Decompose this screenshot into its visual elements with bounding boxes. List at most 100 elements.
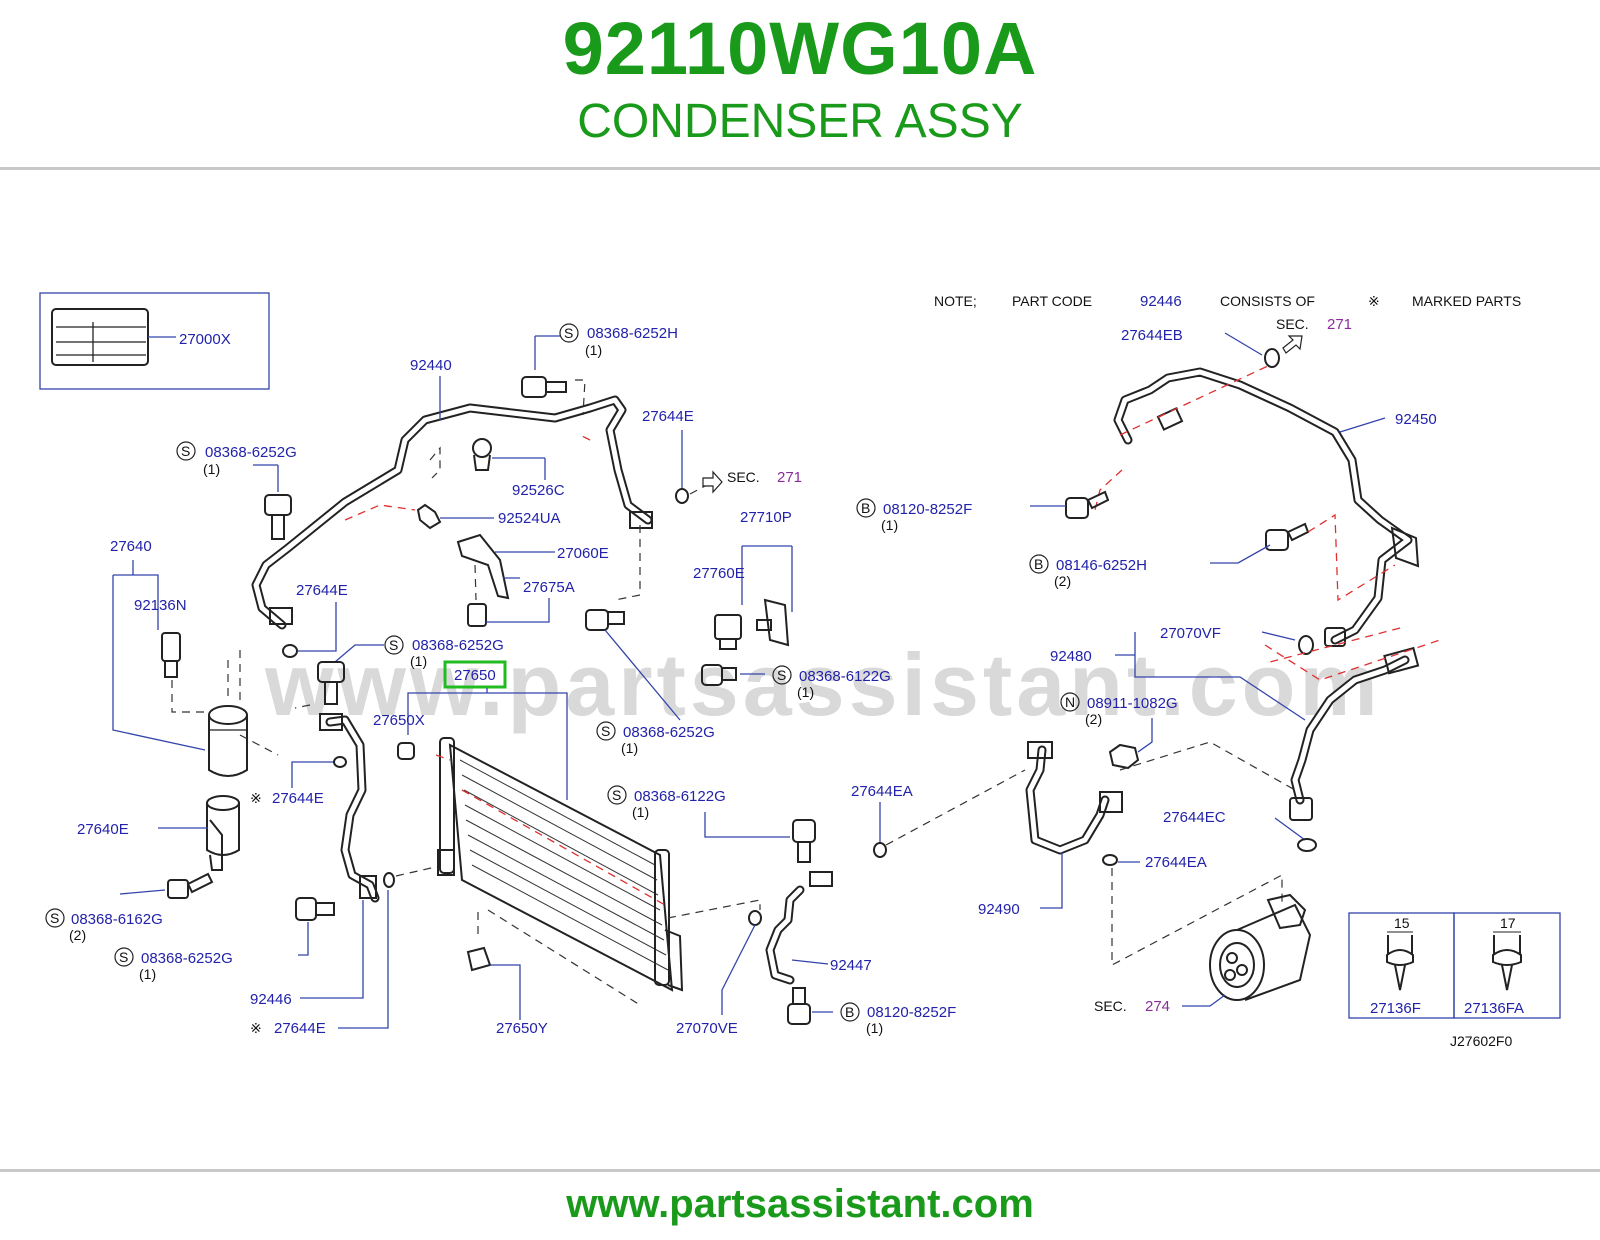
bolt-icon xyxy=(317,661,345,705)
label-92526C[interactable]: 92526C xyxy=(512,482,565,499)
svg-text:S: S xyxy=(612,787,621,803)
label-08368-6162G[interactable]: 08368-6162G xyxy=(71,911,163,928)
svg-text:CONSISTS OF: CONSISTS OF xyxy=(1220,293,1315,309)
label-box-frame xyxy=(39,292,270,390)
label-92450[interactable]: 92450 xyxy=(1395,411,1437,428)
svg-text:SEC.: SEC. xyxy=(1276,316,1309,332)
clip-27136F-icon xyxy=(1386,935,1414,991)
n-prefix-icon xyxy=(1060,692,1080,712)
label-27644E-top[interactable]: 27644E xyxy=(642,408,694,425)
label-27640[interactable]: 27640 xyxy=(110,538,152,555)
svg-text:(1): (1) xyxy=(139,966,156,982)
clip-box-27136FA xyxy=(1453,912,1561,1019)
label-27644E-left[interactable]: 27644E xyxy=(296,582,348,599)
label-27650Y[interactable]: 27650Y xyxy=(496,1020,548,1037)
o-ring-icon xyxy=(333,756,347,768)
svg-text:S: S xyxy=(564,325,573,341)
label-27644EC[interactable]: 27644EC xyxy=(1163,809,1226,826)
svg-text:17: 17 xyxy=(1500,915,1516,931)
label-27710P[interactable]: 27710P xyxy=(740,509,792,526)
s-prefix-icon xyxy=(114,947,134,967)
label-08120-8252F-a[interactable]: 08120-8252F xyxy=(883,501,972,518)
o-ring-icon xyxy=(1102,854,1118,866)
o-ring-icon xyxy=(383,872,395,888)
label-08368-6252G-d[interactable]: 08368-6252G xyxy=(623,724,715,741)
bolt-icon xyxy=(521,376,567,398)
sec-271-left-link[interactable]: 271 xyxy=(777,469,802,486)
label-27644EB[interactable]: 27644EB xyxy=(1121,327,1183,344)
label-08146-6252H[interactable]: 08146-6252H xyxy=(1056,557,1147,574)
label-27136F[interactable]: 27136F xyxy=(1370,1000,1421,1017)
label-27060E[interactable]: 27060E xyxy=(557,545,609,562)
label-92447[interactable]: 92447 xyxy=(830,957,872,974)
label-27644EA-b[interactable]: 27644EA xyxy=(1145,854,1207,871)
pressure-switch-icon xyxy=(161,632,181,678)
svg-text:B: B xyxy=(861,500,870,516)
svg-text:※: ※ xyxy=(250,790,262,806)
label-27760E[interactable]: 27760E xyxy=(693,565,745,582)
label-92490[interactable]: 92490 xyxy=(978,901,1020,918)
label-08368-6252G-a[interactable]: 08368-6252G xyxy=(205,444,297,461)
b-prefix-icon xyxy=(1029,554,1049,574)
label-27650-condenser[interactable]: 27650 xyxy=(454,667,496,684)
s-prefix-icon xyxy=(596,721,616,741)
drier-bracket-icon xyxy=(206,795,240,871)
label-08120-8252F-b[interactable]: 08120-8252F xyxy=(867,1004,956,1021)
svg-text:(1): (1) xyxy=(866,1020,883,1036)
label-92446[interactable]: 92446 xyxy=(250,991,292,1008)
clip-27136FA-icon xyxy=(1492,935,1522,991)
label-27070VF[interactable]: 27070VF xyxy=(1160,625,1221,642)
label-27650X[interactable]: 27650X xyxy=(373,712,425,729)
s-prefix-icon xyxy=(772,665,792,685)
label-27136FA[interactable]: 27136FA xyxy=(1464,1000,1524,1017)
footer-url-link[interactable]: www.partsassistant.com xyxy=(566,1182,1034,1226)
label-27070VE[interactable]: 27070VE xyxy=(676,1020,738,1037)
svg-text:N: N xyxy=(1065,694,1075,710)
o-ring-icon xyxy=(873,842,887,858)
label-92524UA[interactable]: 92524UA xyxy=(498,510,561,527)
sec-274-link[interactable]: 274 xyxy=(1145,998,1170,1015)
bolt-icon xyxy=(585,609,625,631)
svg-text:(2): (2) xyxy=(69,927,86,943)
label-08368-6122G-b[interactable]: 08368-6122G xyxy=(634,788,726,805)
bolt-icon xyxy=(1065,490,1110,519)
label-27000X[interactable]: 27000X xyxy=(179,331,231,348)
receiver-drier-icon xyxy=(208,705,248,777)
label-08368-6252G-b[interactable]: 08368-6252G xyxy=(412,637,504,654)
label-27644E-marked-1[interactable]: 27644E xyxy=(272,790,324,807)
o-ring-icon xyxy=(675,488,689,504)
label-08368-6252H[interactable]: 08368-6252H xyxy=(587,325,678,342)
svg-text:※: ※ xyxy=(1368,293,1380,309)
bolt-icon xyxy=(295,897,335,921)
b-prefix-icon xyxy=(856,498,876,518)
s-prefix-icon xyxy=(45,908,65,928)
sensor-bracket-icon xyxy=(756,598,790,647)
label-27640E[interactable]: 27640E xyxy=(77,821,129,838)
sensor-connector-icon xyxy=(714,614,742,650)
label-92480[interactable]: 92480 xyxy=(1050,648,1092,665)
svg-text:(2): (2) xyxy=(1054,573,1071,589)
label-27675A[interactable]: 27675A xyxy=(523,579,575,596)
sec-271-right-link[interactable]: 271 xyxy=(1327,316,1352,333)
svg-text:(1): (1) xyxy=(881,517,898,533)
svg-text:S: S xyxy=(601,723,610,739)
label-27644EA-a[interactable]: 27644EA xyxy=(851,783,913,800)
svg-text:S: S xyxy=(777,667,786,683)
label-27644E-marked-2[interactable]: 27644E xyxy=(274,1020,326,1037)
svg-text:PART CODE: PART CODE xyxy=(1012,293,1092,309)
svg-text:(1): (1) xyxy=(797,684,814,700)
svg-text:S: S xyxy=(389,637,398,653)
header-divider xyxy=(0,167,1600,170)
label-92136N[interactable]: 92136N xyxy=(134,597,187,614)
o-ring-icon xyxy=(1297,838,1317,852)
svg-text:※: ※ xyxy=(250,1020,262,1036)
bolt-icon xyxy=(264,494,292,540)
label-92440[interactable]: 92440 xyxy=(410,357,452,374)
svg-text:(1): (1) xyxy=(410,653,427,669)
svg-text:(1): (1) xyxy=(621,740,638,756)
label-08368-6252G-c[interactable]: 08368-6252G xyxy=(141,950,233,967)
page-header: 92110WG10A CONDENSER ASSY xyxy=(0,0,1600,170)
svg-text:15: 15 xyxy=(1394,915,1410,931)
label-08911-1082G[interactable]: 08911-1082G xyxy=(1087,695,1178,712)
label-08368-6122G-a[interactable]: 08368-6122G xyxy=(799,668,891,685)
